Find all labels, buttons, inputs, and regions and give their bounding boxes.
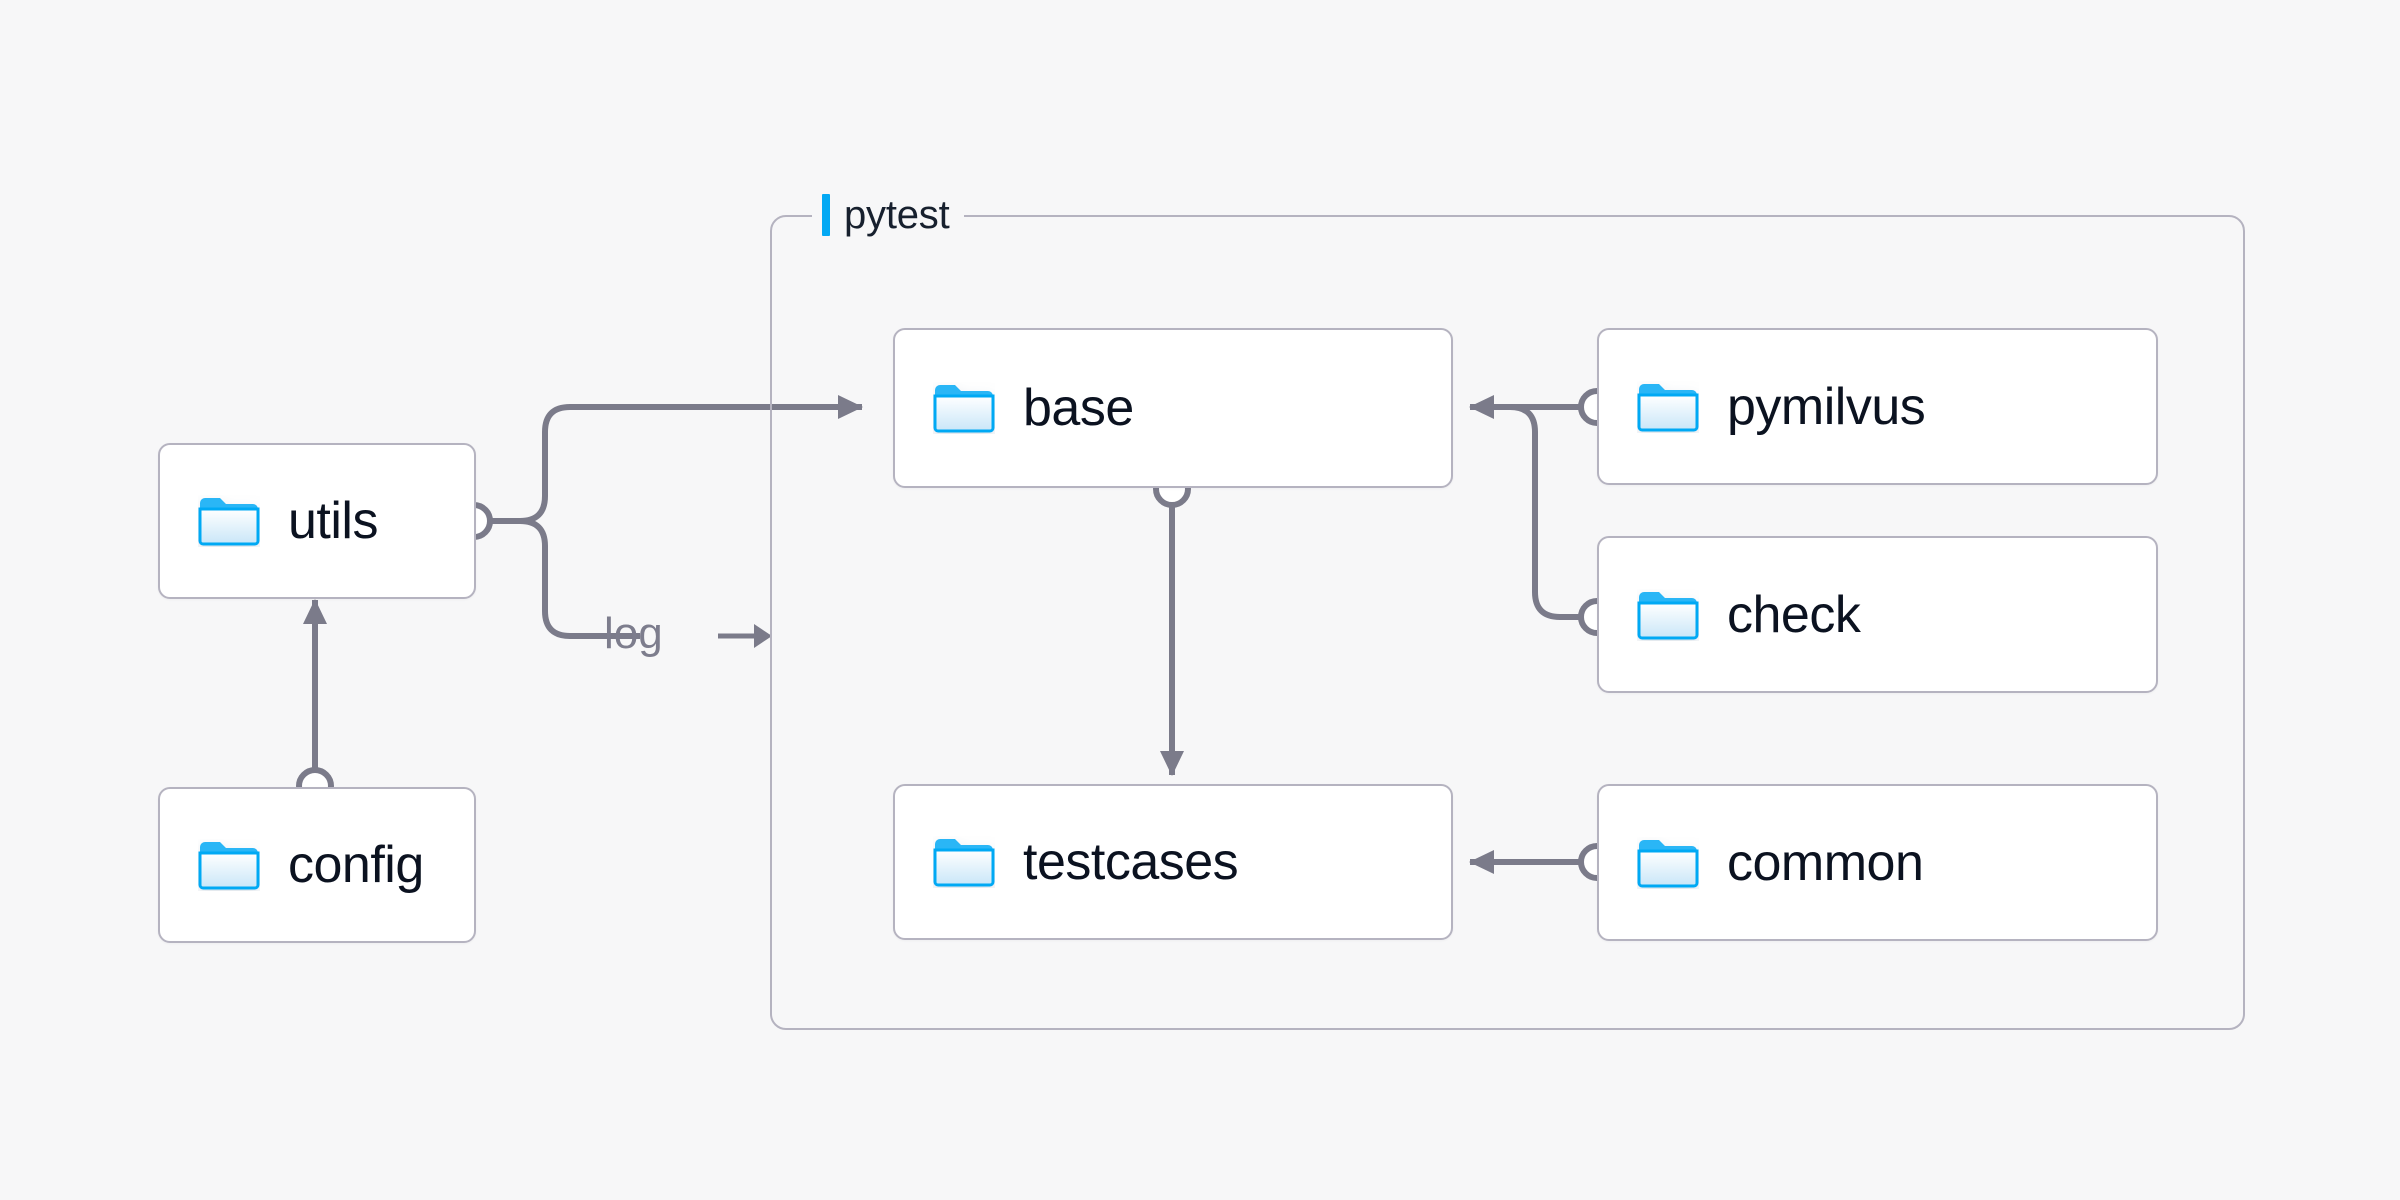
folder-icon: [1637, 839, 1699, 887]
folder-icon: [1637, 383, 1699, 431]
node-config[interactable]: config: [158, 787, 476, 943]
node-base-label: base: [1023, 379, 1134, 437]
node-testcases[interactable]: testcases: [893, 784, 1453, 940]
node-pymilvus[interactable]: pymilvus: [1597, 328, 2158, 485]
folder-icon: [1637, 591, 1699, 639]
node-config-label: config: [288, 836, 424, 894]
group-pytest-title: pytest: [812, 189, 964, 241]
edge-label-log: log: [604, 609, 663, 658]
accent-bar-icon: [822, 194, 830, 236]
folder-icon: [198, 842, 260, 890]
node-utils-label: utils: [288, 492, 378, 550]
group-pytest-label: pytest: [844, 192, 950, 237]
node-base[interactable]: base: [893, 328, 1453, 488]
log-arrow-icon: [718, 624, 772, 648]
node-utils[interactable]: utils: [158, 443, 476, 599]
node-common-label: common: [1727, 833, 1924, 892]
node-pymilvus-label: pymilvus: [1727, 377, 1926, 436]
folder-icon: [933, 839, 995, 887]
folder-icon: [198, 498, 260, 546]
folder-icon: [933, 385, 995, 433]
node-check-label: check: [1727, 585, 1861, 644]
node-check[interactable]: check: [1597, 536, 2158, 693]
node-common[interactable]: common: [1597, 784, 2158, 941]
node-testcases-label: testcases: [1023, 833, 1239, 891]
group-pytest[interactable]: [770, 215, 2245, 1030]
